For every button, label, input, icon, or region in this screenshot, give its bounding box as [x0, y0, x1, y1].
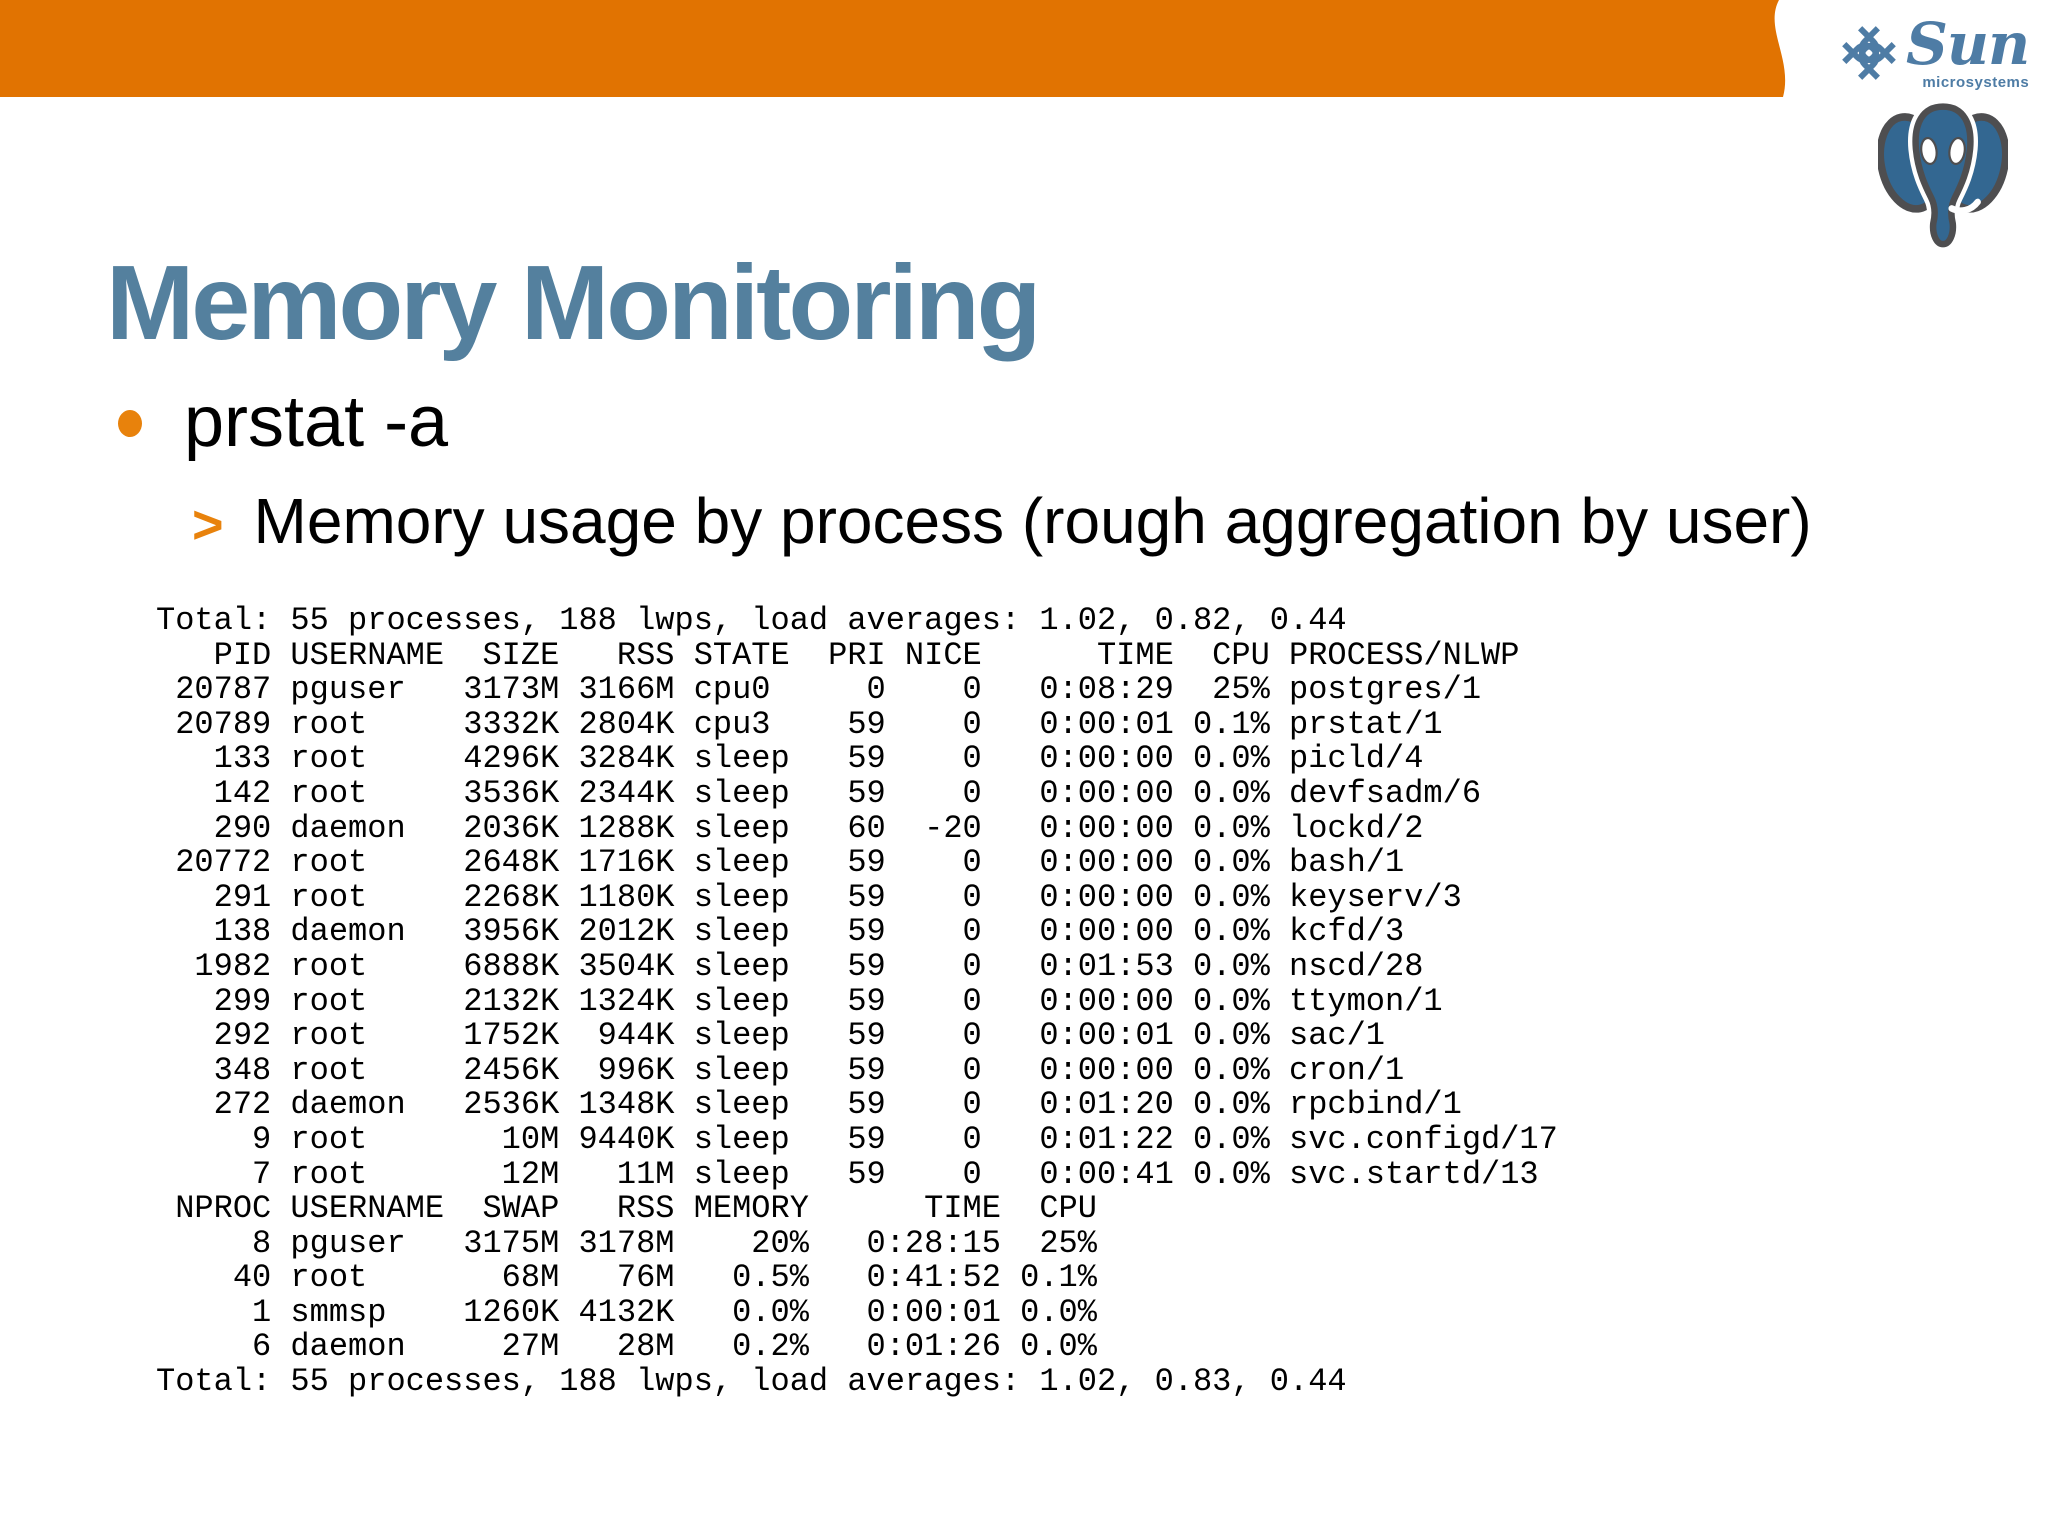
- terminal-line: 1982 root 6888K 3504K sleep 59 0 0:01:53…: [156, 947, 1424, 985]
- terminal-line: 299 root 2132K 1324K sleep 59 0 0:00:00 …: [156, 982, 1443, 1020]
- terminal-output: Total: 55 processes, 188 lwps, load aver…: [156, 602, 1558, 1401]
- sun-microsystems-logo: Sun microsystems: [1836, 10, 2030, 91]
- terminal-line: 20772 root 2648K 1716K sleep 59 0 0:00:0…: [156, 844, 1405, 882]
- terminal-line: 272 daemon 2536K 1348K sleep 59 0 0:01:2…: [156, 1086, 1462, 1124]
- terminal-line: Total: 55 processes, 188 lwps, load aver…: [156, 1363, 1347, 1401]
- sun-logo-text: Sun: [1906, 10, 2030, 78]
- terminal-line: 7 root 12M 11M sleep 59 0 0:00:41 0.0% s…: [156, 1155, 1539, 1193]
- terminal-line: Total: 55 processes, 188 lwps, load aver…: [156, 602, 1347, 639]
- bullet-text: prstat -a: [184, 382, 449, 462]
- header-bar: [0, 0, 1786, 97]
- terminal-line: 40 root 68M 76M 0.5% 0:41:52 0.1%: [156, 1259, 1097, 1297]
- terminal-line: 133 root 4296K 3284K sleep 59 0 0:00:00 …: [156, 740, 1424, 778]
- page-title: Memory Monitoring: [106, 244, 1041, 363]
- terminal-line: NPROC USERNAME SWAP RSS MEMORY TIME CPU: [156, 1190, 1097, 1228]
- chevron-right-icon: >: [192, 495, 224, 555]
- terminal-line: PID USERNAME SIZE RSS STATE PRI NICE TIM…: [156, 636, 1520, 674]
- terminal-line: 142 root 3536K 2344K sleep 59 0 0:00:00 …: [156, 774, 1482, 812]
- terminal-line: 291 root 2268K 1180K sleep 59 0 0:00:00 …: [156, 878, 1462, 916]
- sun-wordmark: Sun microsystems: [1906, 10, 2030, 91]
- terminal-line: 348 root 2456K 996K sleep 59 0 0:00:00 0…: [156, 1051, 1405, 1089]
- terminal-line: 9 root 10M 9440K sleep 59 0 0:01:22 0.0%…: [156, 1120, 1558, 1158]
- bullet-dot-icon: [118, 410, 142, 437]
- postgresql-elephant-icon: [1878, 100, 2008, 252]
- terminal-line: 290 daemon 2036K 1288K sleep 60 -20 0:00…: [156, 809, 1424, 847]
- terminal-line: 20787 pguser 3173M 3166M cpu0 0 0 0:08:2…: [156, 671, 1482, 709]
- terminal-line: 20789 root 3332K 2804K cpu3 59 0 0:00:01…: [156, 705, 1443, 743]
- terminal-line: 8 pguser 3175M 3178M 20% 0:28:15 25%: [156, 1224, 1097, 1262]
- terminal-line: 138 daemon 3956K 2012K sleep 59 0 0:00:0…: [156, 913, 1405, 951]
- sun-logo-tagline: microsystems: [1922, 74, 2030, 91]
- terminal-line: 6 daemon 27M 28M 0.2% 0:01:26 0.0%: [156, 1328, 1097, 1366]
- bullet-item: prstat -a: [118, 382, 448, 462]
- terminal-line: 1 smmsp 1260K 4132K 0.0% 0:00:01 0.0%: [156, 1293, 1097, 1331]
- sub-bullet-text: Memory usage by process (rough aggregati…: [253, 485, 1812, 557]
- sun-diamond-icon: [1842, 26, 1896, 80]
- sub-bullet-item: > Memory usage by process (rough aggrega…: [192, 484, 1812, 558]
- terminal-line: 292 root 1752K 944K sleep 59 0 0:00:01 0…: [156, 1017, 1385, 1055]
